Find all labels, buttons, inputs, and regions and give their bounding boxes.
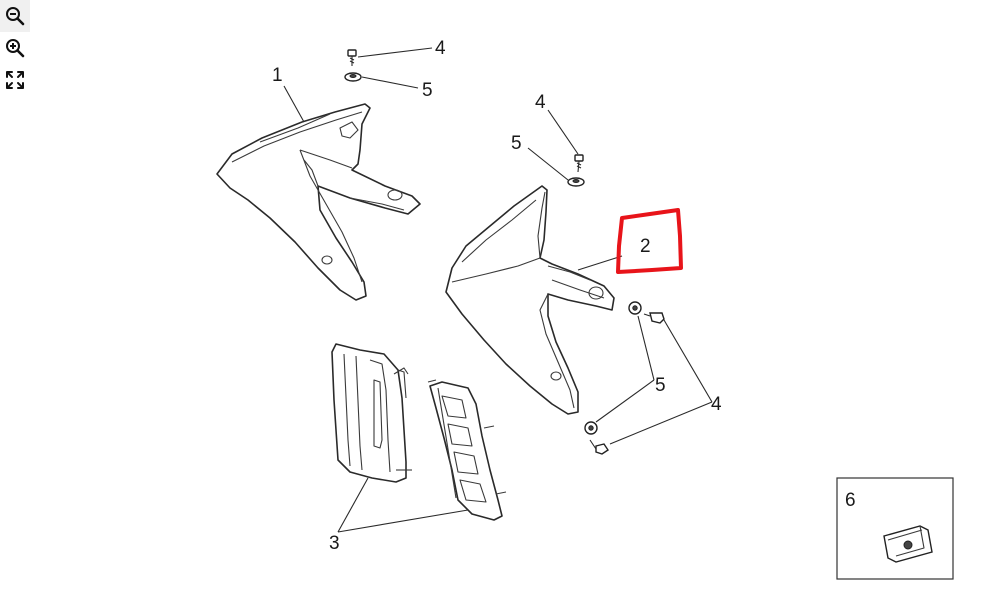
callout-5-top-left[interactable]: 5 [422, 80, 433, 101]
washer-hardware-top-right[interactable] [567, 177, 585, 187]
washer-hardware-side-upper[interactable] [628, 301, 642, 315]
fit-screen-button[interactable] [0, 64, 30, 96]
part-6-inset-box[interactable]: 6 [836, 477, 954, 580]
screw-hardware-top-left[interactable] [347, 49, 357, 66]
callout-4-top-left[interactable]: 4 [435, 38, 446, 59]
screw-hardware-top-right[interactable] [574, 154, 584, 173]
part-3-radiator-grille-left[interactable] [331, 343, 412, 483]
callout-6[interactable]: 6 [845, 490, 856, 511]
part-1-left-shroud[interactable] [216, 103, 421, 301]
screw-hardware-side-upper[interactable] [643, 312, 665, 324]
callout-4-top-right[interactable]: 4 [535, 92, 546, 113]
part-3-radiator-grille-right[interactable] [427, 379, 507, 521]
callout-3[interactable]: 3 [329, 533, 340, 554]
callout-2[interactable]: 2 [640, 236, 651, 257]
screw-hardware-bottom[interactable] [589, 439, 609, 455]
magnifier-minus-icon [6, 7, 25, 26]
washer-hardware-top-left[interactable] [344, 72, 362, 82]
selected-part-highlight [616, 208, 683, 274]
washer-hardware-bottom[interactable] [584, 421, 598, 435]
part-6-clip-nut[interactable] [883, 525, 933, 563]
zoom-out-button[interactable] [0, 0, 30, 32]
part-2-right-shroud[interactable] [445, 185, 615, 415]
zoom-toolbar [0, 0, 30, 96]
callout-5-top-right[interactable]: 5 [511, 133, 522, 154]
magnifier-plus-icon [6, 39, 25, 58]
callout-4-right[interactable]: 4 [711, 394, 722, 415]
expand-arrows-icon [6, 71, 24, 89]
leader-lines [283, 47, 713, 533]
zoom-in-button[interactable] [0, 32, 30, 64]
callout-1[interactable]: 1 [272, 65, 283, 86]
callout-5-right[interactable]: 5 [655, 375, 666, 396]
